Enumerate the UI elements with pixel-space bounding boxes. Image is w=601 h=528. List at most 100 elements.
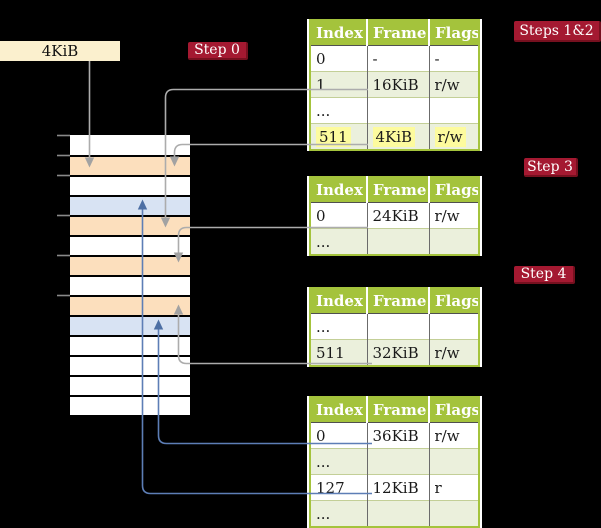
memory-ticks xyxy=(57,134,70,297)
table-row: ... xyxy=(310,313,479,340)
table-cell xyxy=(367,448,430,475)
table-cell: 12KiB xyxy=(367,474,430,501)
table-cell: ... xyxy=(310,97,368,124)
table-cell xyxy=(429,500,479,527)
table-header-cell: Flags xyxy=(429,177,479,203)
highlighted-value: 511 xyxy=(316,126,351,147)
memory-row-orange xyxy=(70,295,190,315)
table-header-cell: Flags xyxy=(429,288,479,314)
table-header-cell: Frame xyxy=(367,397,430,423)
table-cell: 127 xyxy=(310,474,368,501)
table-cell xyxy=(367,313,430,340)
table-header-cell: Frame xyxy=(367,20,430,46)
table-header-cell: Flags xyxy=(429,397,479,423)
table-row: 511 4KiB r/w xyxy=(310,123,479,150)
step-3-label: Step 3 xyxy=(524,158,578,177)
table-cell: ... xyxy=(310,228,368,255)
memory-row-white xyxy=(70,355,190,375)
table-cell: 16KiB xyxy=(367,71,430,98)
table-cell: r/w xyxy=(429,71,479,98)
table-cell: 24KiB xyxy=(367,202,430,229)
step-3-text: Step 3 xyxy=(527,158,573,175)
physical-memory-column xyxy=(70,135,190,415)
step-0-text: Step 0 xyxy=(194,42,240,58)
table-cell: ... xyxy=(310,448,368,475)
table-cell xyxy=(367,228,430,255)
table-cell: 511 xyxy=(310,339,368,366)
table-cell xyxy=(367,97,430,124)
table-cell: - xyxy=(429,45,479,72)
table-cell: 32KiB xyxy=(367,339,430,366)
table-header-cell: Index xyxy=(310,288,368,314)
table-cell: r/w xyxy=(429,123,479,150)
memory-row-white xyxy=(70,275,190,295)
table-header-cell: Index xyxy=(310,397,368,423)
step-0-label: Step 0 xyxy=(188,42,248,60)
table-cell xyxy=(429,97,479,124)
table-cell: 0 xyxy=(310,422,368,449)
memory-row-blue xyxy=(70,315,190,335)
table-row: ... xyxy=(310,97,479,124)
frame-size-label: 4KiB xyxy=(41,42,79,60)
frame-size-box: 4KiB xyxy=(0,41,120,61)
memory-row-white xyxy=(70,135,190,155)
table-header-cell: Index xyxy=(310,177,368,203)
memory-row-white xyxy=(70,175,190,195)
table-cell: ... xyxy=(310,313,368,340)
table-cell: r/w xyxy=(429,202,479,229)
table-cell: 4KiB xyxy=(367,123,430,150)
highlighted-value: r/w xyxy=(434,126,466,147)
memory-row-orange xyxy=(70,215,190,235)
memory-row-white xyxy=(70,375,190,395)
memory-row-white xyxy=(70,335,190,355)
table-cell xyxy=(429,228,479,255)
memory-row-orange xyxy=(70,155,190,175)
table-header-cell: Flags xyxy=(429,20,479,46)
table-cell: 0 xyxy=(310,45,368,72)
table-cell: ... xyxy=(310,500,368,527)
step-4-text: Step 4 xyxy=(520,266,567,282)
table-cell xyxy=(429,313,479,340)
table-row: 0-- xyxy=(310,45,479,72)
table-cell: - xyxy=(367,45,430,72)
table-header-cell: Frame xyxy=(367,177,430,203)
steps-1-2-label: Steps 1&2 xyxy=(514,21,601,42)
table-cell: r/w xyxy=(429,422,479,449)
table-cell: 36KiB xyxy=(367,422,430,449)
memory-row-white xyxy=(70,395,190,415)
table-header-cell: Index xyxy=(310,20,368,46)
memory-row-blue xyxy=(70,195,190,215)
table-header-cell: Frame xyxy=(367,288,430,314)
memory-row-white xyxy=(70,235,190,255)
table-cell: 1 xyxy=(310,71,368,98)
table-row: ... xyxy=(310,228,479,255)
table-cell: r xyxy=(429,474,479,501)
table-cell: 0 xyxy=(310,202,368,229)
table-row: ... xyxy=(310,500,479,527)
highlighted-value: 4KiB xyxy=(372,126,416,147)
table-cell: 511 xyxy=(310,123,368,150)
table-cell xyxy=(429,448,479,475)
table-cell xyxy=(367,500,430,527)
steps-1-2-text: Steps 1&2 xyxy=(519,22,594,39)
table-row: ... xyxy=(310,448,479,475)
table-cell: r/w xyxy=(429,339,479,366)
